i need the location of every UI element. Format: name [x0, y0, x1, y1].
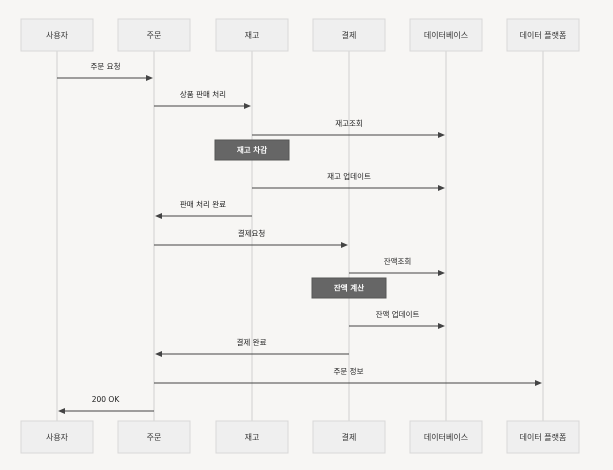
note-box: [214, 139, 290, 161]
message-label: 결제 완료: [237, 337, 267, 347]
participant-box-top-db: [409, 18, 483, 52]
note-label: 잔액 계산: [334, 283, 364, 293]
participant-label-bottom-platform: 데이터 플랫폼: [520, 432, 567, 442]
arrow-head-icon: [58, 408, 65, 414]
message-label: 상품 판매 처리: [180, 89, 226, 99]
message-label: 판매 처리 완료: [180, 200, 226, 209]
participant-label-bottom-stock: 재고: [245, 433, 260, 442]
message-label: 잔액조회: [384, 256, 412, 266]
message-label: 주문 요청: [91, 62, 121, 71]
participant-label-bottom-db: 데이터베이스: [424, 432, 468, 442]
message-label: 재고 업데이트: [327, 171, 371, 181]
message-label: 주문 정보: [334, 366, 364, 376]
participant-box-bottom-stock: [215, 420, 289, 454]
participant-label-top-user: 사용자: [46, 31, 69, 40]
arrow-head-icon: [341, 242, 348, 248]
arrow-head-icon: [535, 380, 542, 386]
arrow-head-icon: [438, 185, 445, 191]
message-label: 재고조회: [335, 119, 363, 128]
note-label: 재고 차감: [237, 145, 267, 155]
participant-label-bottom-order: 주문: [147, 433, 162, 442]
message-label: 잔액 업데이트: [376, 309, 420, 319]
participant-box-top-user: [20, 18, 94, 52]
participant-box-top-order: [117, 18, 191, 52]
participant-label-top-stock: 재고: [245, 31, 260, 40]
participant-label-top-db: 데이터베이스: [424, 30, 468, 40]
participant-label-bottom-settle: 결제: [342, 432, 357, 442]
arrow-head-icon: [438, 132, 445, 138]
participant-box-bottom-user: [20, 420, 94, 454]
message-label: 결제요청: [238, 228, 266, 238]
participant-label-top-settle: 결제: [342, 30, 357, 40]
note-box: [311, 277, 387, 299]
message-label: 200 OK: [92, 395, 121, 404]
participant-box-top-stock: [215, 18, 289, 52]
arrow-head-icon: [244, 103, 251, 109]
arrow-head-icon: [155, 351, 162, 357]
participant-box-top-platform: [506, 18, 580, 52]
arrow-head-icon: [438, 323, 445, 329]
participant-box-bottom-platform: [506, 420, 580, 454]
participant-box-bottom-order: [117, 420, 191, 454]
participant-label-top-platform: 데이터 플랫폼: [520, 30, 567, 40]
arrow-head-icon: [146, 75, 153, 81]
participant-box-bottom-settle: [312, 420, 386, 454]
participant-box-bottom-db: [409, 420, 483, 454]
participant-label-bottom-user: 사용자: [46, 433, 69, 442]
arrow-head-icon: [155, 213, 162, 219]
arrow-head-icon: [438, 270, 445, 276]
participant-box-top-settle: [312, 18, 386, 52]
participant-label-top-order: 주문: [147, 31, 162, 40]
